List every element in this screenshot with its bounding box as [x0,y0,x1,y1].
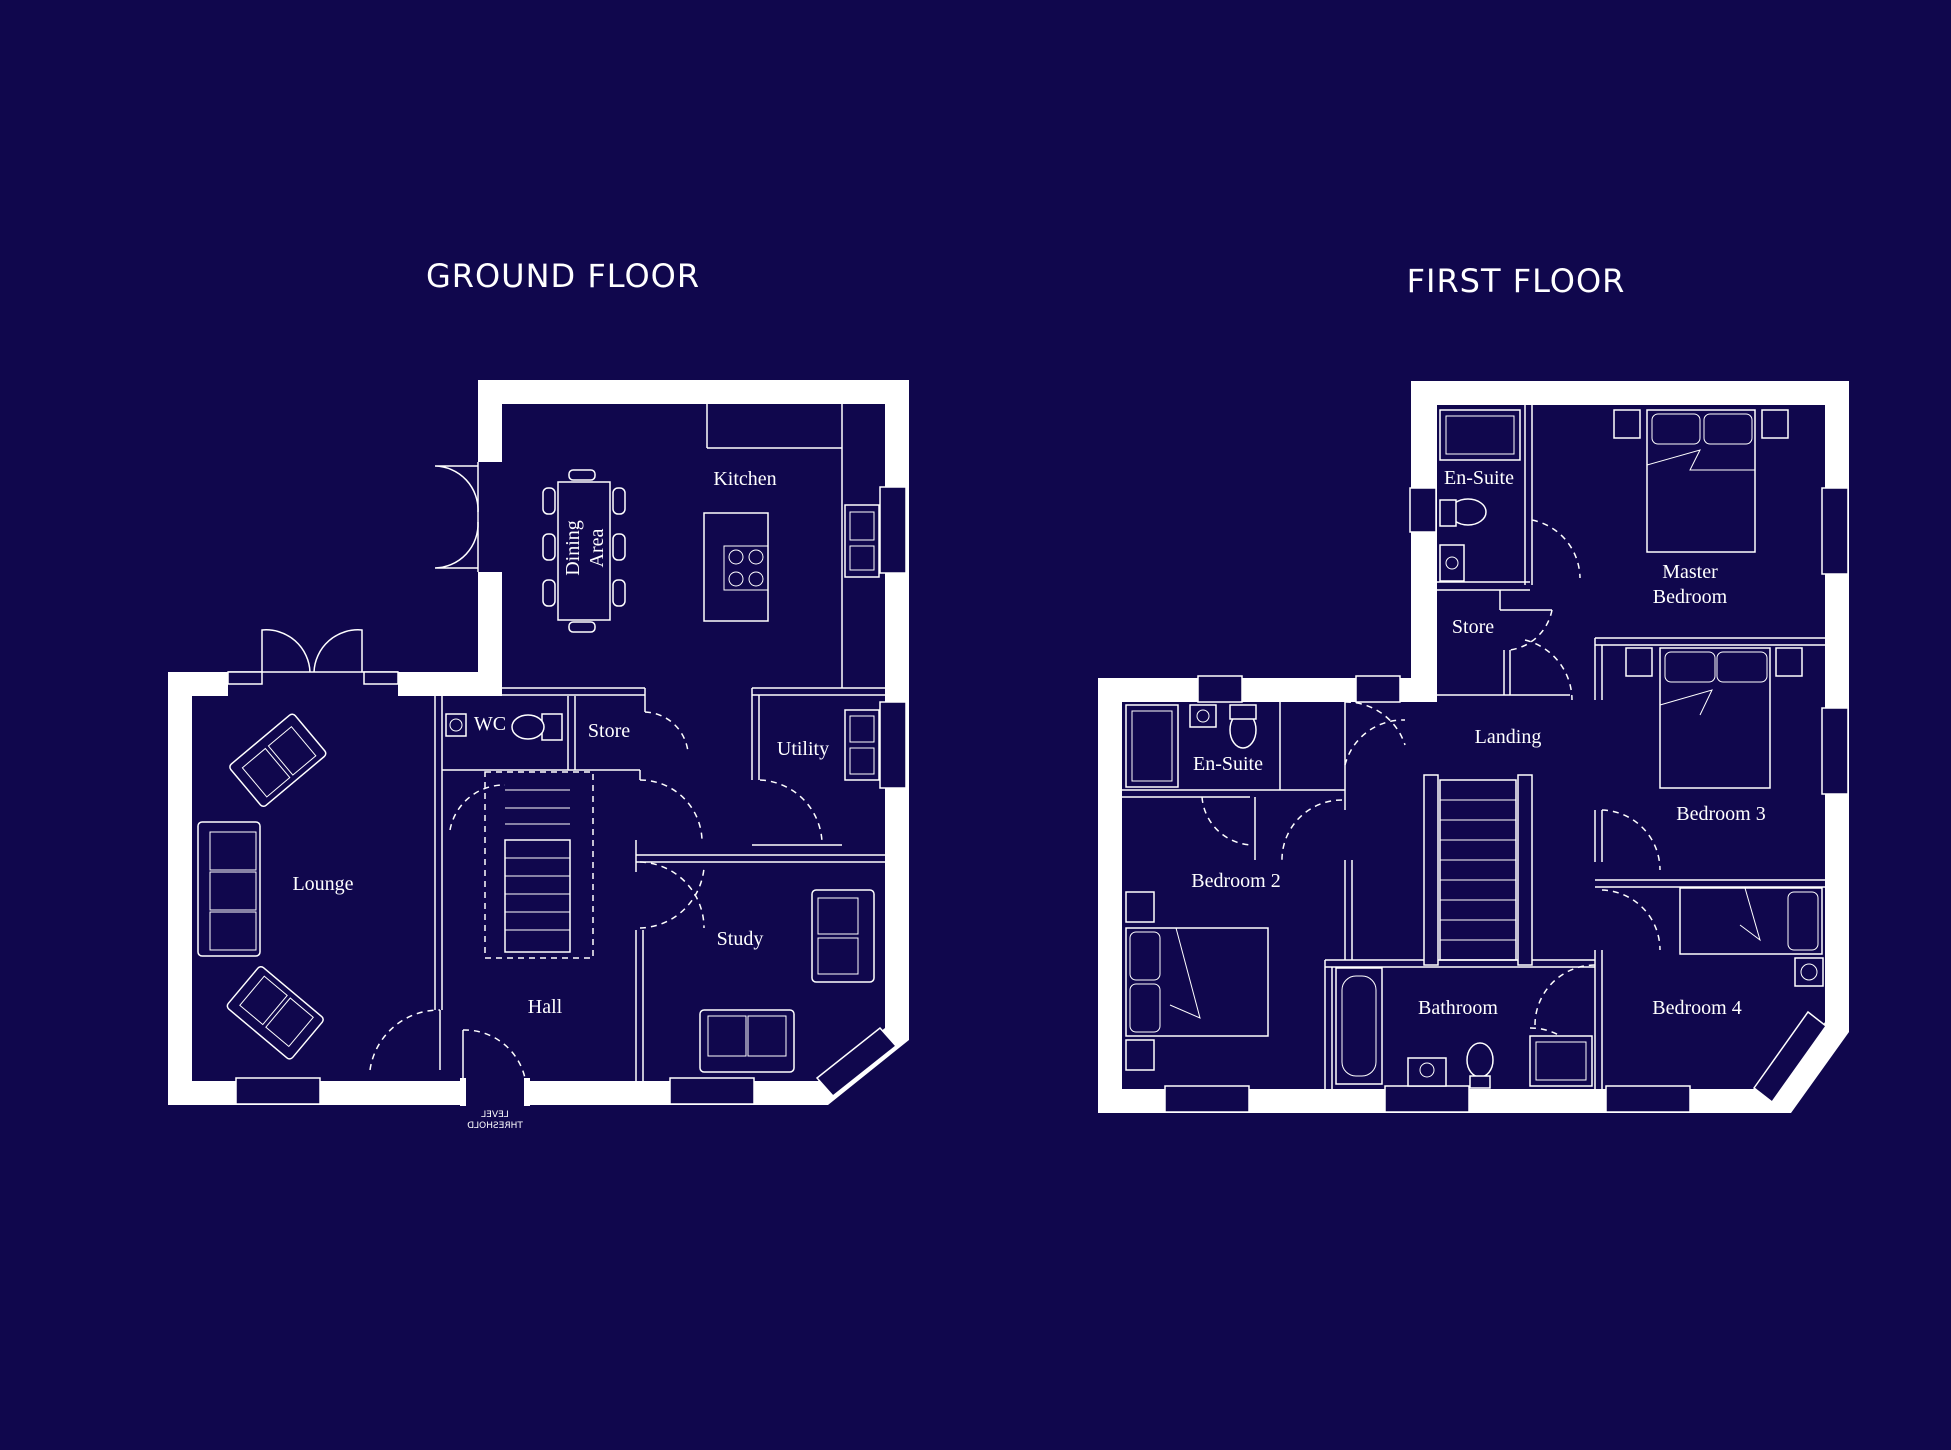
room-label-bedroom-4: Bedroom 4 [1652,997,1741,1019]
ensuite2-fixtures [1125,704,1257,788]
study-door-top [639,861,705,929]
bathroom-door [1534,964,1596,1026]
kitchen-sink [844,504,880,578]
master-ensuite-fixtures [1439,409,1521,582]
room-label-dining-1: Dining [562,520,584,576]
room-label-utility: Utility [777,738,829,760]
master-window [1821,487,1849,575]
kitchen-island [703,512,769,622]
room-label-study: Study [717,928,764,950]
ground-stairs-outline [484,771,594,959]
bedroom4-window [1605,1085,1691,1113]
bedroom3-door [1601,809,1661,871]
lounge-armchair-top [229,713,327,808]
lounge-door [369,1009,441,1071]
front-door-opening [460,1078,530,1106]
master-ensuite-door [1531,519,1581,579]
room-label-master-ensuite: En-Suite [1444,467,1514,489]
room-label-lounge: Lounge [292,873,353,895]
study-door [639,867,705,929]
store-door [644,711,689,753]
kitchen-door [639,779,703,841]
threshold-line-1: LEVEL [481,1110,509,1120]
bedroom4-door [1601,889,1661,951]
bedroom2-window [1164,1085,1250,1113]
bedroom3-window [1821,707,1849,795]
room-label-master-1: Master [1662,561,1718,583]
room-label-landing: Landing [1475,726,1542,748]
lounge-armchair-bottom [226,966,324,1060]
room-label-bedroom-3: Bedroom 3 [1676,803,1765,825]
ground-floor-plan: Kitchen Dining Area WC Store Utility Lou… [168,380,909,1131]
room-label-bathroom: Bathroom [1418,997,1498,1019]
bedroom4-corner-window [1752,1010,1828,1104]
bathroom-fixtures [1335,967,1593,1089]
first-store-door [1509,609,1553,651]
utility-sink [844,709,880,781]
first-floor-plan: En-Suite Master Bedroom Store Landing En… [1098,381,1849,1113]
bedroom2-bed [1125,891,1269,1071]
lounge-sofa-left [197,821,261,957]
bedroom2-door [1281,799,1343,863]
room-label-dining-2: Area [586,528,608,567]
ensuite2-window [1197,675,1243,703]
first-floor-stairs [1423,774,1533,966]
ensuite-window [1409,487,1437,533]
ground-stairs [504,789,571,953]
room-label-ensuite-2: En-Suite [1193,753,1263,775]
bathroom-window [1384,1085,1470,1113]
threshold-line-2: THRESHOLD [467,1121,524,1131]
ground-floor-title: GROUND FLOOR [426,257,700,295]
bedroom4-bed [1679,887,1824,987]
kitchen-french-door-opening [475,462,507,572]
first-floor-title: FIRST FLOOR [1407,262,1626,300]
room-label-first-store: Store [1452,616,1494,638]
room-label-wc: WC [474,713,506,735]
lounge-french-door-left [261,629,311,673]
room-label-store: Store [588,720,630,742]
room-label-bedroom-2: Bedroom 2 [1191,870,1280,892]
utility-window [879,701,907,789]
room-label-master-2: Bedroom [1653,586,1728,608]
kitchen-window [879,486,907,574]
wc-door [449,784,506,831]
study-sofa-side [811,889,875,983]
ensuite2-door [1344,701,1406,746]
bedroom3-bed [1625,647,1803,789]
study-corner-window [815,1026,898,1098]
lounge-french-door-right [313,629,363,673]
front-door-swing [462,1029,526,1079]
utility-door [759,779,823,843]
master-door [1524,639,1573,701]
room-label-kitchen: Kitchen [713,468,776,490]
dining-table [542,469,626,633]
master-bed [1613,409,1789,553]
ensuite2-inner-door [1201,796,1253,846]
study-sofa-bottom [699,1009,795,1073]
study-window [669,1077,755,1105]
level-threshold-label: LEVEL THRESHOLD [467,1110,524,1131]
landing-window [1355,675,1401,703]
wc-fixtures [445,713,563,741]
lounge-window [235,1077,321,1105]
room-label-hall: Hall [528,996,563,1018]
